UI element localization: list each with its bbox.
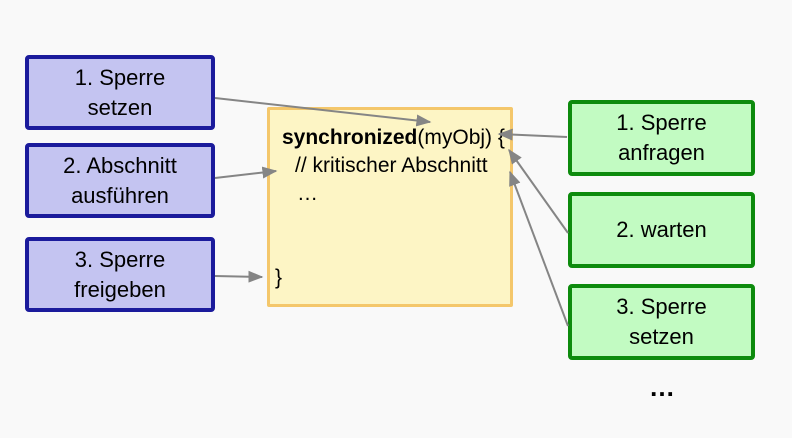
code-line-closing-brace: } — [275, 266, 283, 289]
step-box-wait: 2. warten — [568, 192, 755, 268]
more-steps-ellipsis: … — [649, 372, 675, 402]
synchronized-code-block: synchronized(myObj) { // kritischer Absc… — [267, 107, 513, 307]
step-label-lock-request: 1. Sperre anfragen — [616, 110, 707, 165]
arrow-wait-to-code — [508, 148, 569, 234]
step-box-lock-acquire: 3. Sperre setzen — [568, 284, 755, 360]
step-label-lock-set: 1. Sperre setzen — [74, 64, 166, 120]
code-line-comment: // kritischer Abschnitt — [295, 154, 488, 177]
step-label-section-execute: 2. Abschnitt ausführen — [63, 152, 177, 208]
step-box-lock-release: 3. Sperre freigeben — [25, 237, 215, 312]
code-line-ellipsis: … — [297, 182, 318, 205]
step-box-lock-request: 1. Sperre anfragen — [568, 100, 755, 176]
arrow-release-to-brace — [214, 270, 264, 283]
code-line-synchronized: synchronized(myObj) { — [282, 124, 510, 152]
step-box-section-execute: 2. Abschnitt ausführen — [25, 143, 215, 218]
step-box-lock-set: 1. Sperre setzen — [25, 55, 215, 130]
step-label-lock-acquire: 3. Sperre setzen — [616, 294, 707, 349]
code-signature-rest: (myObj) { — [417, 126, 505, 149]
step-label-wait: 2. warten — [616, 217, 707, 242]
step-label-lock-release: 3. Sperre freigeben — [74, 246, 166, 302]
arrow-acquire-to-code — [509, 170, 569, 327]
code-keyword-synchronized: synchronized — [282, 126, 418, 149]
